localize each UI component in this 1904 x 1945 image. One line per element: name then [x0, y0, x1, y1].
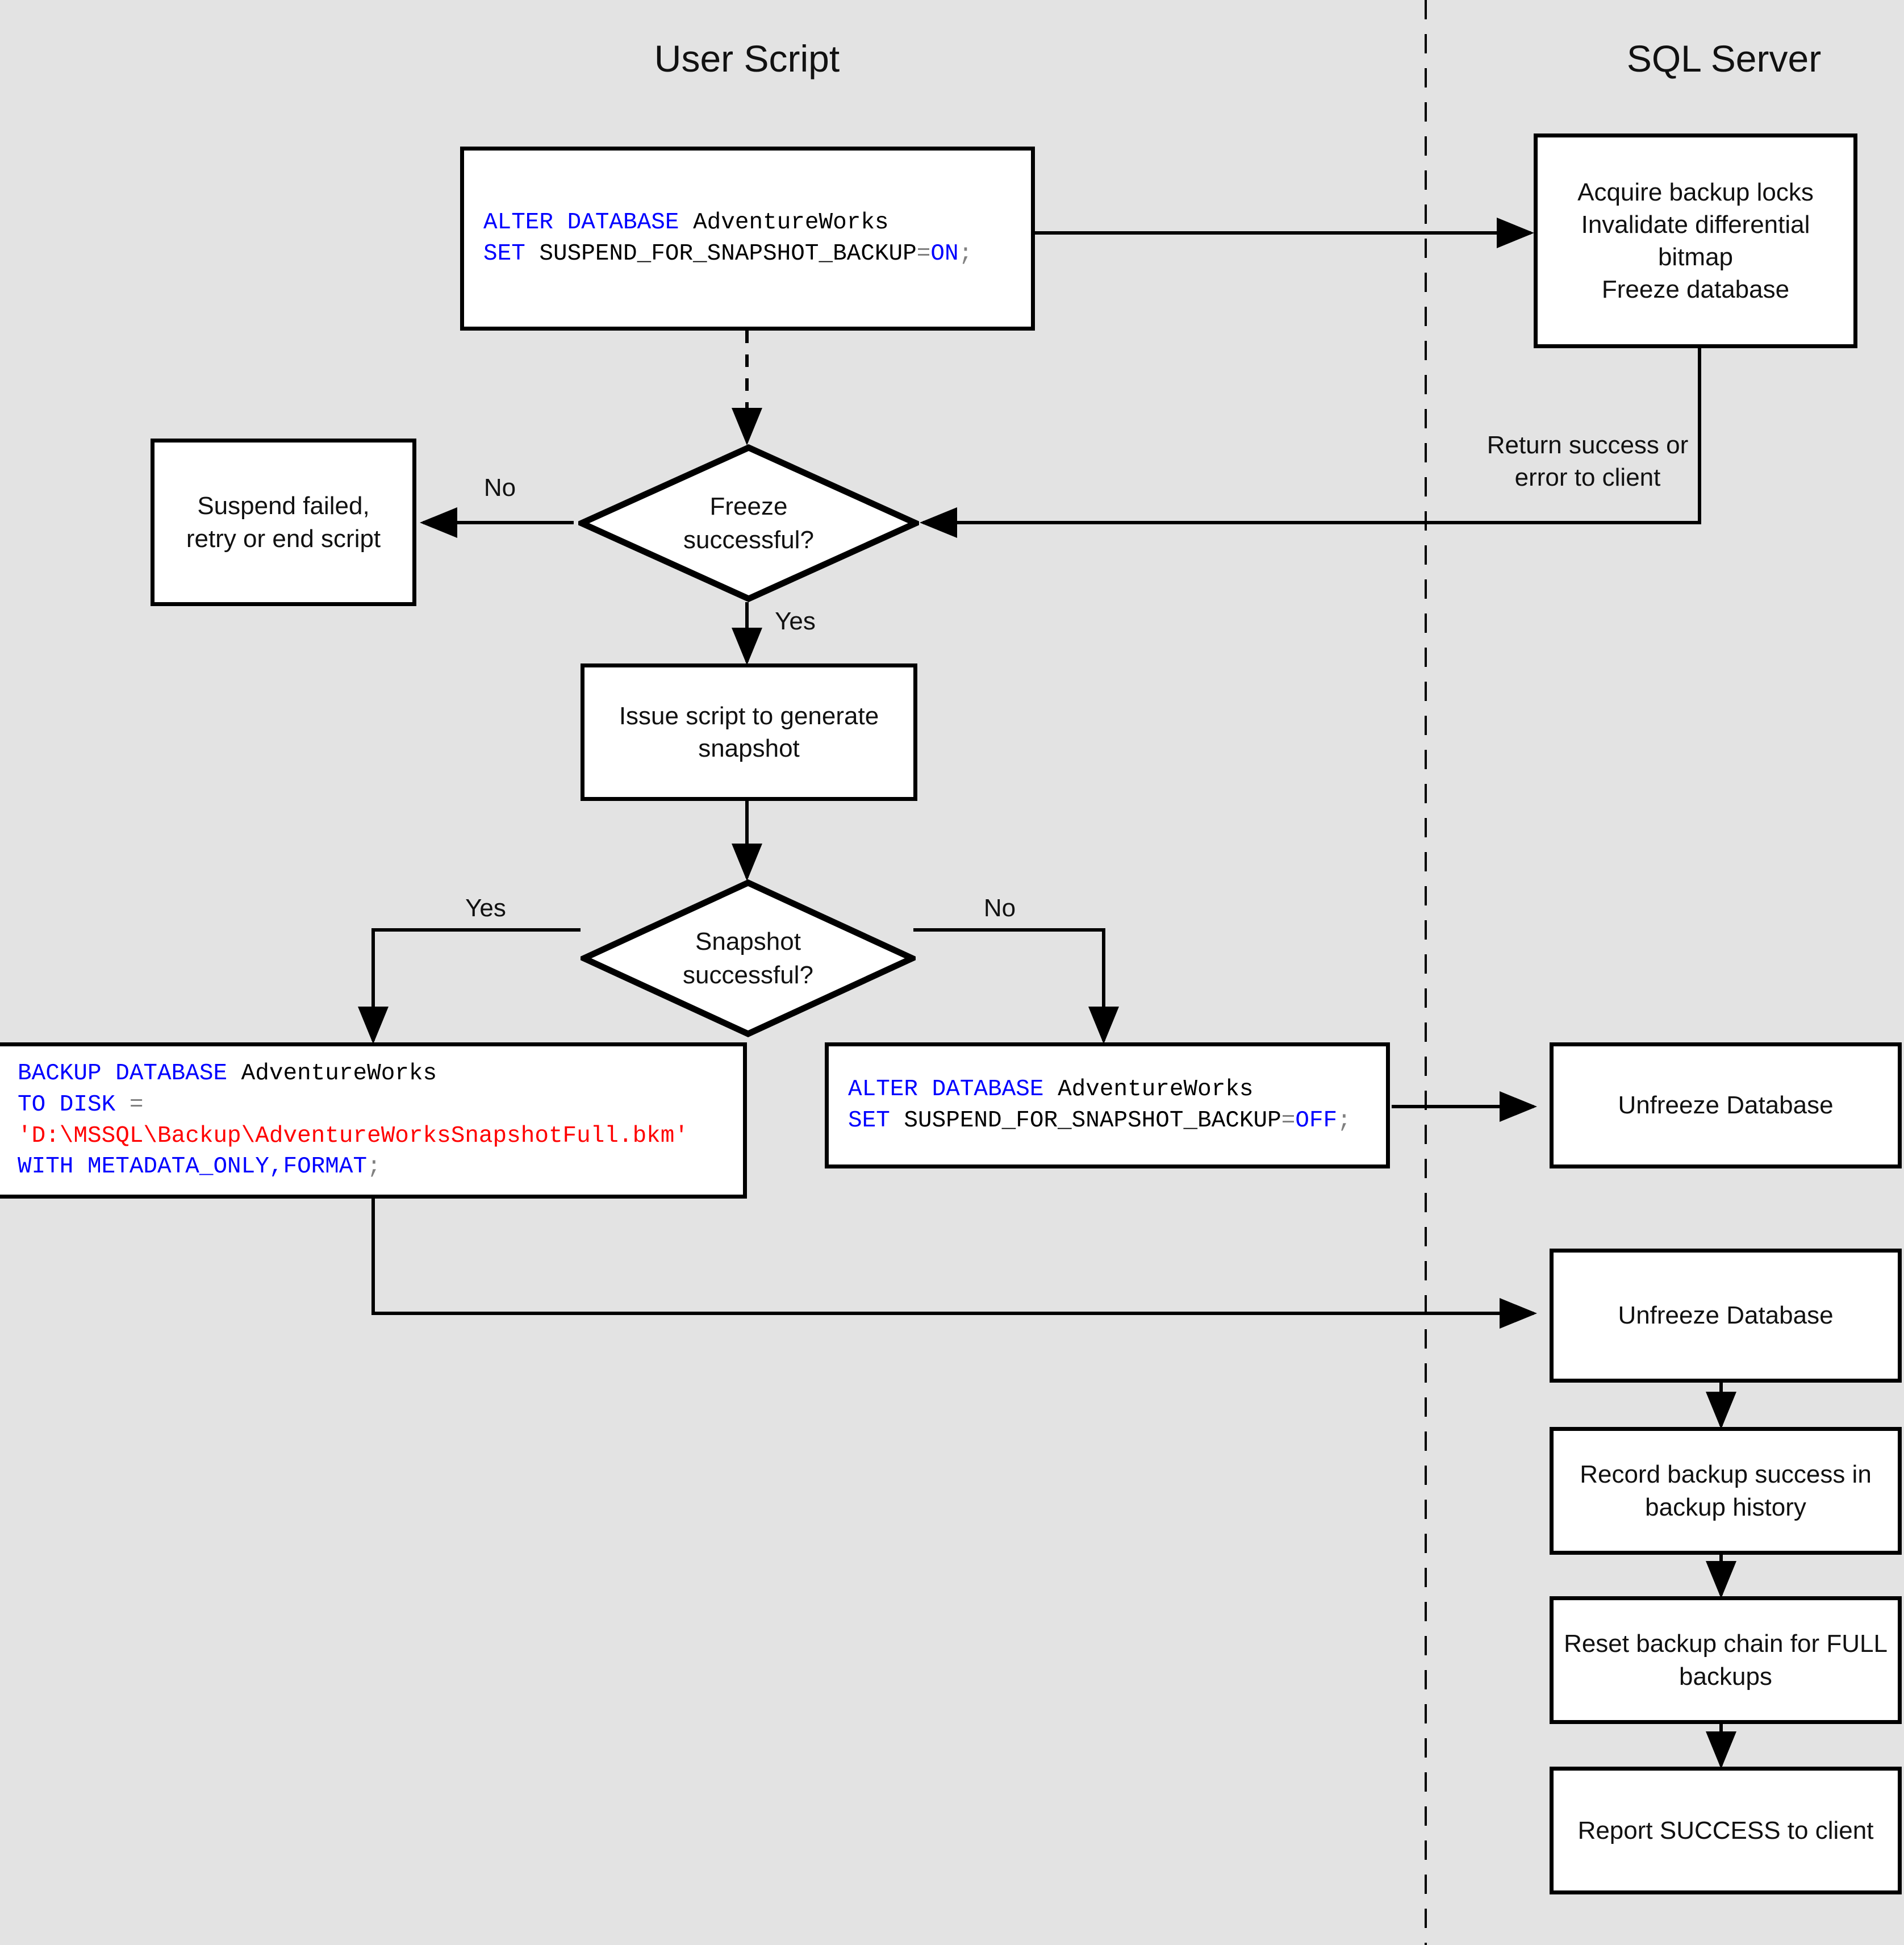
code-alter-on-text: ALTER DATABASE AdventureWorks SET SUSPEN… [483, 210, 973, 267]
node-unfreeze-database-1[interactable]: Unfreeze Database [1550, 1042, 1902, 1168]
swimlane-title-sql-server: SQL Server [1626, 37, 1822, 80]
edge-acquire-to-freeze [920, 348, 1701, 538]
code-block-backup-database[interactable]: BACKUP DATABASE AdventureWorks TO DISK =… [0, 1042, 747, 1199]
edge-snapshot-no [913, 928, 1119, 1044]
node-report-success[interactable]: Report SUCCESS to client [1550, 1767, 1902, 1894]
node-unfreeze-database-1-label: Unfreeze Database [1618, 1091, 1834, 1120]
node-report-success-label: Report SUCCESS to client [1577, 1816, 1874, 1844]
edge-backup-to-unfreeze2 [371, 1199, 1537, 1329]
edge-label-snapshot-yes: Yes [465, 894, 506, 922]
edge-label-freeze-no: No [483, 474, 516, 502]
node-unfreeze-database-2[interactable]: Unfreeze Database [1550, 1249, 1902, 1383]
code-alter-off-text: ALTER DATABASE AdventureWorks SET SUSPEN… [848, 1076, 1351, 1134]
code-block-alter-on[interactable]: ALTER DATABASE AdventureWorks SET SUSPEN… [460, 147, 1035, 331]
node-suspend-failed[interactable]: Suspend failed,retry or end script [151, 439, 416, 606]
swimlane-title-user-script: User Script [654, 37, 840, 80]
edge-label-snapshot-no: No [983, 894, 1016, 922]
code-backup-database-text: BACKUP DATABASE AdventureWorks TO DISK =… [18, 1061, 688, 1180]
node-unfreeze-database-2-label: Unfreeze Database [1618, 1301, 1834, 1330]
edge-label-freeze-yes: Yes [775, 607, 816, 635]
node-suspend-failed-label: Suspend failed,retry or end script [186, 492, 381, 553]
code-block-alter-off[interactable]: ALTER DATABASE AdventureWorks SET SUSPEN… [825, 1042, 1390, 1168]
edge-snapshot-yes [358, 928, 581, 1044]
